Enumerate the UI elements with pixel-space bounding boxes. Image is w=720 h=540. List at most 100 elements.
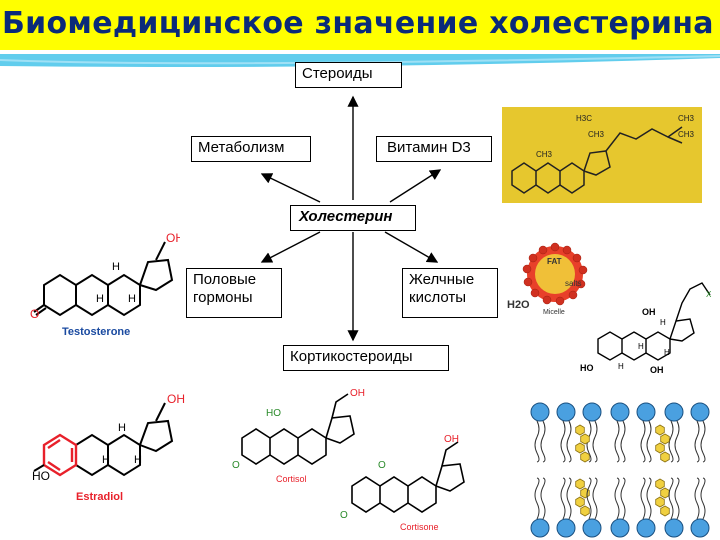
membrane-lipid-bottom-6-head — [690, 518, 710, 538]
slide-title: Биомедицинское значение холестерина — [2, 6, 714, 41]
membrane-cholesterol-3 — [655, 478, 670, 517]
membrane-lipid-bottom-4-head — [636, 518, 656, 538]
membrane-lipid-top-5-head — [664, 402, 684, 422]
bile-ho: HO — [580, 363, 594, 373]
membrane-lipid-top-1-head — [556, 402, 576, 422]
cortisol-oh: OH — [350, 388, 365, 399]
bile-h-4: H — [618, 362, 624, 371]
cortisone-oh: OH — [444, 434, 459, 445]
membrane-lipid-bottom-5-tail-1 — [674, 477, 680, 520]
cholesterol-panel: H3C CH3 CH3 CH3 CH3 — [502, 107, 702, 203]
membrane-lipid-top-1-tail-1 — [566, 420, 572, 463]
micelle-label: Micelle — [543, 309, 565, 316]
cholesterol-structure: H3C CH3 CH3 CH3 CH3 — [511, 114, 695, 194]
membrane-lipid-bottom-5-head — [664, 518, 684, 538]
node-steroids-label: Стероиды — [302, 65, 373, 82]
testosterone-name: Testosterone — [62, 326, 130, 338]
node-bile-acids-label: Желчные кислоты — [409, 271, 475, 306]
membrane-lipid-top-3-tail-0 — [614, 420, 620, 463]
bile-oh-2: OH — [650, 365, 664, 375]
membrane-lipid-top-3-tail-1 — [620, 420, 626, 463]
membrane-lipid-top-6-tail-1 — [700, 420, 706, 463]
membrane-lipid-top-2-tail-0 — [586, 420, 592, 463]
node-bile-acids: Желчные кислоты — [402, 268, 498, 318]
node-metabolism-label: Метаболизм — [198, 139, 285, 156]
membrane-lipid-top-4-tail-0 — [640, 420, 646, 463]
membrane-lipid-top-4-tail-1 — [646, 420, 652, 463]
testosterone-oh: OH — [166, 231, 180, 245]
membrane-lipid-bottom-0-tail-1 — [540, 477, 546, 520]
cholesterol-ch3-4: CH3 — [678, 130, 695, 139]
arrow-to-vitamin-d3 — [389, 169, 442, 203]
cortisone-name: Cortisone — [400, 522, 439, 532]
membrane-lipid-top-0-head — [530, 402, 550, 422]
bile-acid-structure: OH HO OH H H H H X — [580, 282, 712, 375]
membrane-lipid-top-2-tail-1 — [592, 420, 598, 463]
node-cholesterol-label: Холестерин — [299, 208, 393, 225]
cholesterol-ch3-1: CH3 — [588, 130, 605, 139]
membrane-lipid-bottom-4-tail-0 — [640, 477, 646, 520]
membrane-lipid-bottom-5-tail-0 — [668, 477, 674, 520]
membrane-lipid-bottom-0-tail-0 — [534, 477, 540, 520]
micelle-water: H2O — [507, 299, 530, 311]
node-metabolism: Метаболизм — [191, 136, 311, 162]
membrane-lipid-top-6-head — [690, 402, 710, 422]
bile-h-1: H — [660, 318, 666, 327]
cortisone-o1: O — [378, 460, 386, 471]
membrane-lipid-top-5-tail-1 — [674, 420, 680, 463]
membrane-lipid-bottom-3-tail-1 — [620, 477, 626, 520]
membrane-lipid-top-2-head — [582, 402, 602, 422]
testosterone-h3: H — [128, 293, 136, 305]
membrane-lipid-bottom-1-head — [556, 518, 576, 538]
estradiol-name: Estradiol — [76, 491, 123, 503]
title-bar: Биомедицинское значение холестерина — [0, 0, 720, 50]
node-sex-hormones-label: Половые гормоны — [193, 271, 257, 306]
estradiol-h2: H — [102, 454, 110, 466]
node-sex-hormones: Половые гормоны — [186, 268, 282, 318]
membrane-lipid-bottom-6-tail-0 — [694, 477, 700, 520]
membrane-illustration — [530, 402, 710, 538]
cholesterol-ch3-3: CH3 — [678, 114, 695, 123]
node-steroids: Стероиды — [295, 62, 402, 88]
membrane-lipid-bottom-3-tail-0 — [614, 477, 620, 520]
testosterone-h1: H — [112, 261, 120, 273]
membrane-cholesterol-1 — [655, 424, 670, 463]
membrane-lipid-bottom-4-tail-1 — [646, 477, 652, 520]
testosterone-oxo: O — [30, 307, 39, 321]
node-corticosteroids: Кортикостероиды — [283, 345, 449, 371]
estradiol-structure: OH HO H H H Estradiol — [32, 392, 185, 503]
arrow-to-bile-acids — [384, 231, 439, 263]
cortisone-o2: O — [340, 510, 348, 521]
membrane-lipid-bottom-6-tail-1 — [700, 477, 706, 520]
corticosteroid-structures: HO O OH Cortisol O O OH Cortisone — [232, 388, 465, 532]
estradiol-h3: H — [134, 454, 142, 466]
membrane-lipid-top-4-head — [636, 402, 656, 422]
membrane-lipid-bottom-0-head — [530, 518, 550, 538]
micelle-salts: salts — [565, 279, 581, 288]
micelle-fat: FAT — [547, 257, 562, 266]
cholesterol-h3c: H3C — [576, 114, 592, 123]
decorative-strip — [0, 54, 720, 67]
membrane-lipid-bottom-1-tail-1 — [566, 477, 572, 520]
cholesterol-ch3-2: CH3 — [536, 150, 553, 159]
node-vitamin-d3-label: Витамин D3 — [387, 139, 471, 156]
cortisol-o: O — [232, 460, 240, 471]
membrane-lipid-top-5-tail-0 — [668, 420, 674, 463]
membrane-lipid-top-3-head — [610, 402, 630, 422]
node-vitamin-d3: Витамин D3 — [376, 136, 492, 162]
bile-x: X — [706, 290, 712, 299]
testosterone-h2: H — [96, 293, 104, 305]
membrane-lipid-top-0-tail-1 — [540, 420, 546, 463]
membrane-cholesterol-2 — [575, 478, 590, 517]
membrane-lipid-top-1-tail-0 — [560, 420, 566, 463]
membrane-lipid-bottom-1-tail-0 — [560, 477, 566, 520]
cortisol-ho: HO — [266, 408, 281, 419]
membrane-lipid-bottom-2-tail-0 — [586, 477, 592, 520]
node-cholesterol: Холестерин — [290, 205, 416, 231]
bile-h-2: H — [638, 342, 644, 351]
membrane-lipid-bottom-3-head — [610, 518, 630, 538]
membrane-lipid-top-0-tail-0 — [534, 420, 540, 463]
arrow-to-sex-hormones — [260, 231, 321, 263]
node-corticosteroids-label: Кортикостероиды — [290, 348, 413, 365]
